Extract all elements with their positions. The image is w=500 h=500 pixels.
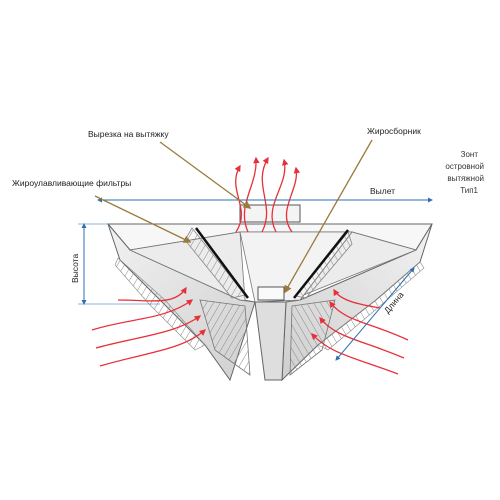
title-line-3: вытяжной <box>447 174 484 183</box>
airflow-up-2 <box>261 156 269 233</box>
exhaust-cutout <box>239 204 301 223</box>
pointer-lines <box>94 139 373 294</box>
filters-pointer <box>94 195 192 243</box>
gutter-edge-left <box>194 227 250 299</box>
airflow-up-3 <box>271 158 289 233</box>
cutout-pointer <box>159 141 252 209</box>
airflow-left-4 <box>117 286 187 302</box>
label-filters: Жироулавливающие фильтры <box>12 178 131 188</box>
gutter-edge-right <box>293 229 349 299</box>
title-line-2: островной <box>445 162 484 171</box>
hood-center-channel <box>239 231 353 303</box>
grease-collector-box <box>257 286 285 301</box>
length-dimension-line <box>335 267 415 361</box>
title-line-4: Тип1 <box>460 186 478 195</box>
airflow-up-1 <box>243 156 260 233</box>
grease-collector-pointer <box>284 139 373 294</box>
airflow-left-1 <box>91 299 194 331</box>
hood-body <box>106 204 433 382</box>
airflow-left-3 <box>99 329 206 367</box>
label-height: Высота <box>70 254 80 283</box>
dimension-lines <box>78 197 433 361</box>
label-cutout: Вырезка на вытяжку <box>88 129 169 139</box>
airflow-left-2 <box>95 315 202 349</box>
label-grease-collector: Жиросборник <box>367 126 421 136</box>
hood-front-fold <box>254 301 287 381</box>
title-block: Зонт островной вытяжной Тип1 <box>445 150 484 195</box>
label-overhang: Вылет <box>370 186 395 196</box>
filter-bank-left-lower <box>199 299 251 376</box>
title-line-1: Зонт <box>461 150 479 159</box>
